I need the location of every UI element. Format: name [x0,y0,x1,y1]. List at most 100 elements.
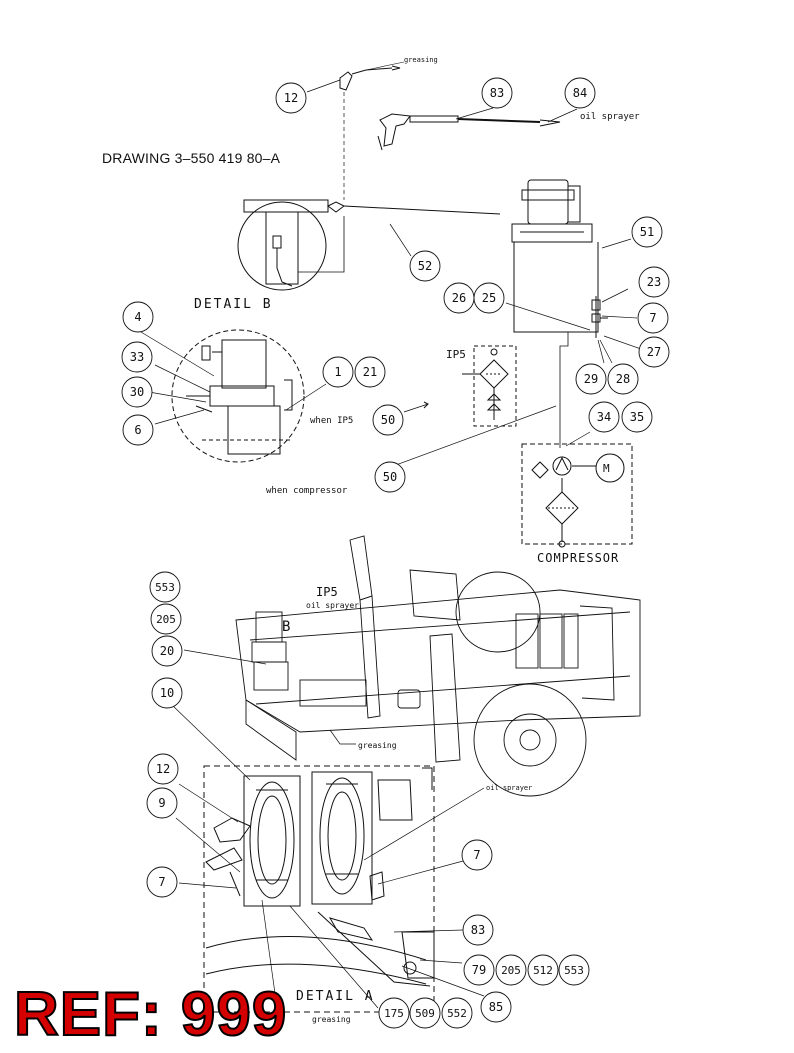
balloon-circle [322,356,354,388]
balloon-circle [462,914,494,946]
balloon-23: 23 [638,266,670,298]
balloon-circle [638,266,670,298]
balloon-circle [150,603,182,635]
balloon-circle [527,954,559,986]
compressor-box [521,443,633,548]
leader-greasing-top [365,61,405,71]
balloon-number: 30 [130,385,144,399]
balloon-circle [495,954,527,986]
balloon-circle [575,363,607,395]
label-oil-sprayer-top: oil sprayer [580,112,640,122]
balloon-number: 1 [334,365,341,379]
balloon-circle [461,839,493,871]
balloon-number: 25 [482,291,496,305]
balloon-28: 28 [607,363,639,395]
balloon-205-lower: 205 [495,954,527,986]
balloon-circle [121,376,153,408]
label-b-truck: B [282,619,290,635]
balloon-number: 35 [630,410,644,424]
balloon-number: 26 [452,291,466,305]
balloon-175: 175 [378,997,410,1029]
balloon-circle [372,404,404,436]
balloon-number: 12 [284,91,298,105]
label-when-compressor: when compressor [266,486,348,496]
balloon-circle [480,991,512,1023]
balloon-number: 4 [134,310,141,324]
balloon-12-top: 12 [275,82,307,114]
truck-chassis [235,535,641,797]
balloon-circle [481,77,513,109]
leader-lines [135,79,642,1009]
balloon-circle [122,301,154,333]
balloon-circle [631,216,663,248]
balloon-29: 29 [575,363,607,395]
label-oil-sprayer-truck: oil sprayer [306,601,359,610]
detail-b-reel [237,199,501,291]
balloon-number: 7 [649,311,656,325]
ref-stamp: REF: 999 [13,980,288,1049]
balloon-number: 509 [415,1007,435,1020]
balloon-circle [409,997,441,1029]
balloon-number: 12 [156,762,170,776]
hose-line-52 [298,216,345,273]
balloon-27: 27 [638,336,670,368]
balloon-circle [151,635,183,667]
balloon-circle [409,250,441,282]
label-ip5-box: IP5 [446,348,466,361]
balloon-83-top: 83 [481,77,513,109]
balloon-number: 83 [490,86,504,100]
balloon-number: 52 [418,259,432,273]
balloon-circle [378,997,410,1029]
label-motor: M [603,462,610,475]
balloon-number: 9 [158,796,165,810]
label-detail-a: DETAIL A [296,989,375,1004]
detail-a-box [203,765,435,1013]
balloon-26: 26 [443,282,475,314]
balloon-circle [374,461,406,493]
balloon-79: 79 [463,954,495,986]
balloon-33: 33 [121,341,153,373]
balloon-circle [146,866,178,898]
leader-greasing-truck [329,729,356,745]
balloon-circle [473,282,505,314]
balloon-number: 552 [447,1007,467,1020]
balloon-circle [588,401,620,433]
balloon-number: 50 [383,470,397,484]
balloon-6: 6 [122,414,154,446]
leader-oil-sprayer-lower [363,787,485,861]
grease-pump-tank [511,179,599,333]
balloon-number: 29 [584,372,598,386]
balloon-4: 4 [122,301,154,333]
balloon-number: 23 [647,275,661,289]
balloon-number: 51 [640,225,654,239]
balloon-number: 7 [473,848,480,862]
balloon-20: 20 [151,635,183,667]
balloon-85: 85 [480,991,512,1023]
balloon-circle [637,302,669,334]
balloon-52: 52 [409,250,441,282]
balloon-circle [146,787,178,819]
pump-fittings [591,296,608,338]
label-greasing-top: greasing [404,56,438,64]
balloon-10: 10 [151,677,183,709]
balloon-circle [607,363,639,395]
balloon-84: 84 [564,77,596,109]
balloon-number: 10 [160,686,174,700]
balloon-circle [122,414,154,446]
balloon-circle [638,336,670,368]
balloon-83-lower: 83 [462,914,494,946]
balloon-51: 51 [631,216,663,248]
balloon-circle [564,77,596,109]
balloon-circle [441,997,473,1029]
label-greasing-bottom: greasing [312,1015,351,1024]
detail-pump-view [171,329,305,463]
balloon-number: 79 [472,963,486,977]
balloon-30: 30 [121,376,153,408]
balloon-number: 553 [155,581,175,594]
balloon-12-lower: 12 [147,753,179,785]
balloon-number: 34 [597,410,611,424]
balloon-50-compressor: 50 [374,461,406,493]
label-ip5-truck: IP5 [316,585,338,599]
balloon-number: 553 [564,964,584,977]
